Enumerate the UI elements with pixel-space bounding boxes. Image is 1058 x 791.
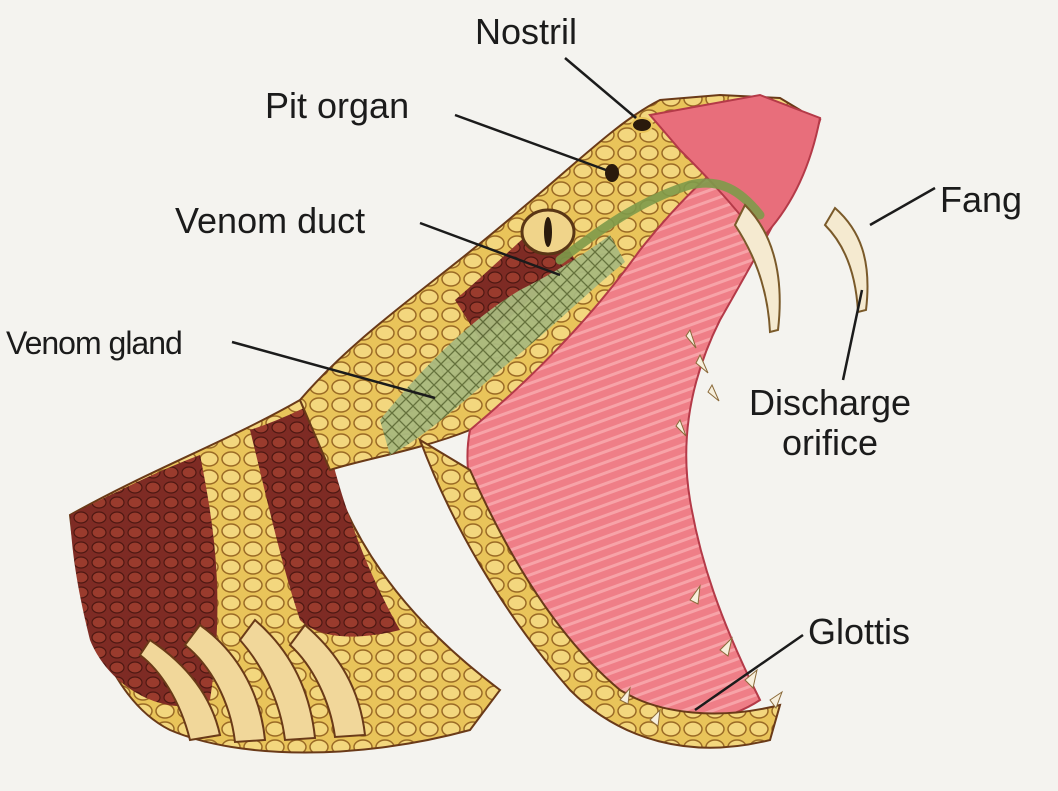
- fang-label: Fang: [940, 180, 1022, 220]
- neck-band-1: [70, 455, 217, 706]
- discharge-orifice-label-line1: Discharge: [720, 383, 940, 423]
- leader-fang: [870, 188, 935, 225]
- venom-gland-label: Venom gland: [6, 323, 182, 363]
- discharge-orifice-label-line2: orifice: [720, 423, 940, 463]
- discharge-orifice-label: Discharge orifice: [720, 383, 940, 463]
- pit-organ-label: Pit organ: [265, 86, 409, 126]
- venom-duct-label: Venom duct: [175, 201, 365, 241]
- leader-discharge-orifice: [843, 290, 862, 380]
- glottis-label: Glottis: [808, 612, 910, 652]
- leader-pit-organ: [455, 115, 606, 170]
- pit-organ-shape: [605, 164, 619, 182]
- leader-nostril: [565, 58, 636, 118]
- nostril-shape: [632, 118, 652, 132]
- pupil-shape: [544, 217, 552, 247]
- nostril-label: Nostril: [475, 12, 577, 52]
